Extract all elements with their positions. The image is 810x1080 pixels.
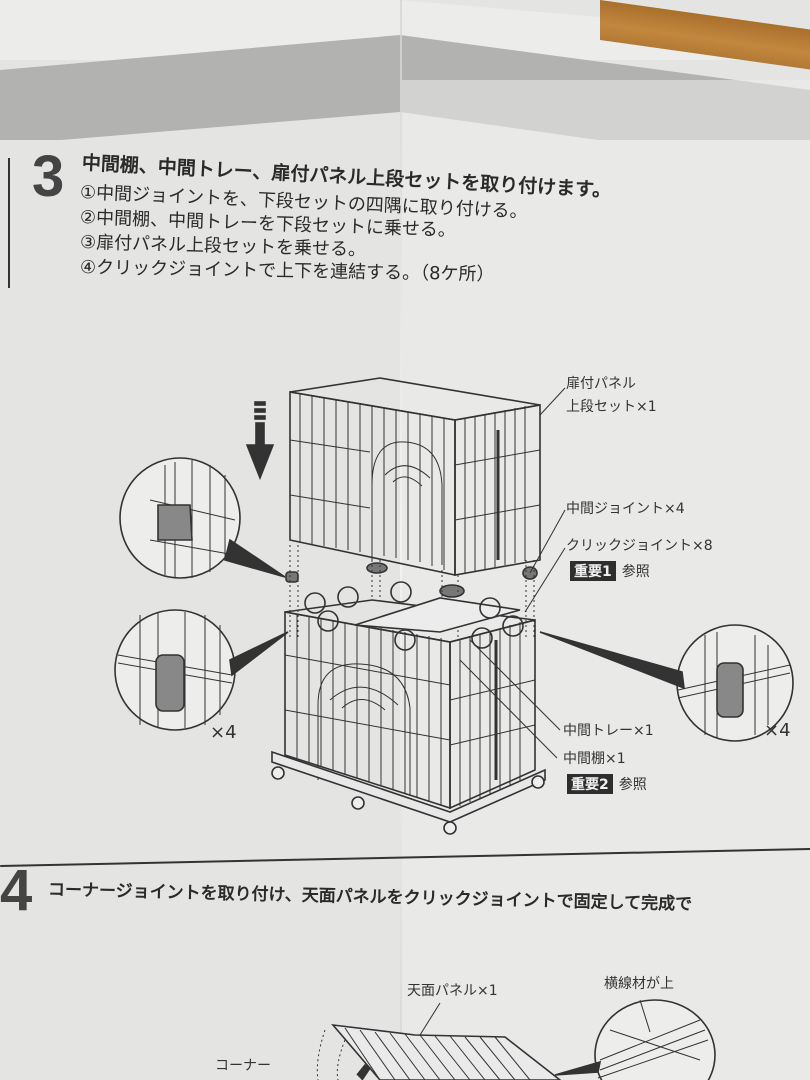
step-3-number: 3 <box>32 144 65 209</box>
important-2-note: 重要2 参照 <box>567 774 647 794</box>
label-middle-tray: 中間トレー×1 <box>563 723 654 739</box>
important-2-badge: 重要2 <box>567 774 613 794</box>
left-margin-rule <box>8 158 10 288</box>
label-middle-shelf: 中間棚×1 <box>563 751 626 767</box>
detail-right-count: ×4 <box>764 720 791 741</box>
paper-fold-crease <box>400 0 402 1080</box>
label-middle-joint: 中間ジョイント×4 <box>566 501 685 517</box>
label-top-panel: 天面パネル×1 <box>407 983 498 999</box>
label-horizontal-wire-up: 横線材が上 <box>604 976 674 992</box>
label-click-joint: クリックジョイント×8 <box>566 538 713 554</box>
step-4-number: 4 <box>0 858 33 923</box>
important-2-ref: 参照 <box>618 777 647 793</box>
down-arrow-icon <box>245 401 275 481</box>
upper-panel-set-illustration <box>289 377 541 576</box>
detail-circle-right <box>539 624 794 742</box>
important-1-ref: 参照 <box>621 564 650 580</box>
important-1-note: 重要1 参照 <box>570 561 650 581</box>
detail-circle-left <box>114 609 289 731</box>
lower-panel-set-illustration <box>271 597 546 835</box>
label-upper-panel-line1: 扉付パネル <box>566 376 636 392</box>
detail-circle-wire-orientation <box>554 999 716 1080</box>
important-1-badge: 重要1 <box>570 561 616 581</box>
label-corner: コーナー <box>215 1058 271 1074</box>
detail-circle-top-left <box>119 457 286 579</box>
top-panel-illustration <box>316 1002 562 1080</box>
detail-left-count: ×4 <box>210 722 237 743</box>
label-upper-panel-line2: 上段セット×1 <box>566 399 657 415</box>
click-joint-markers <box>304 581 524 651</box>
